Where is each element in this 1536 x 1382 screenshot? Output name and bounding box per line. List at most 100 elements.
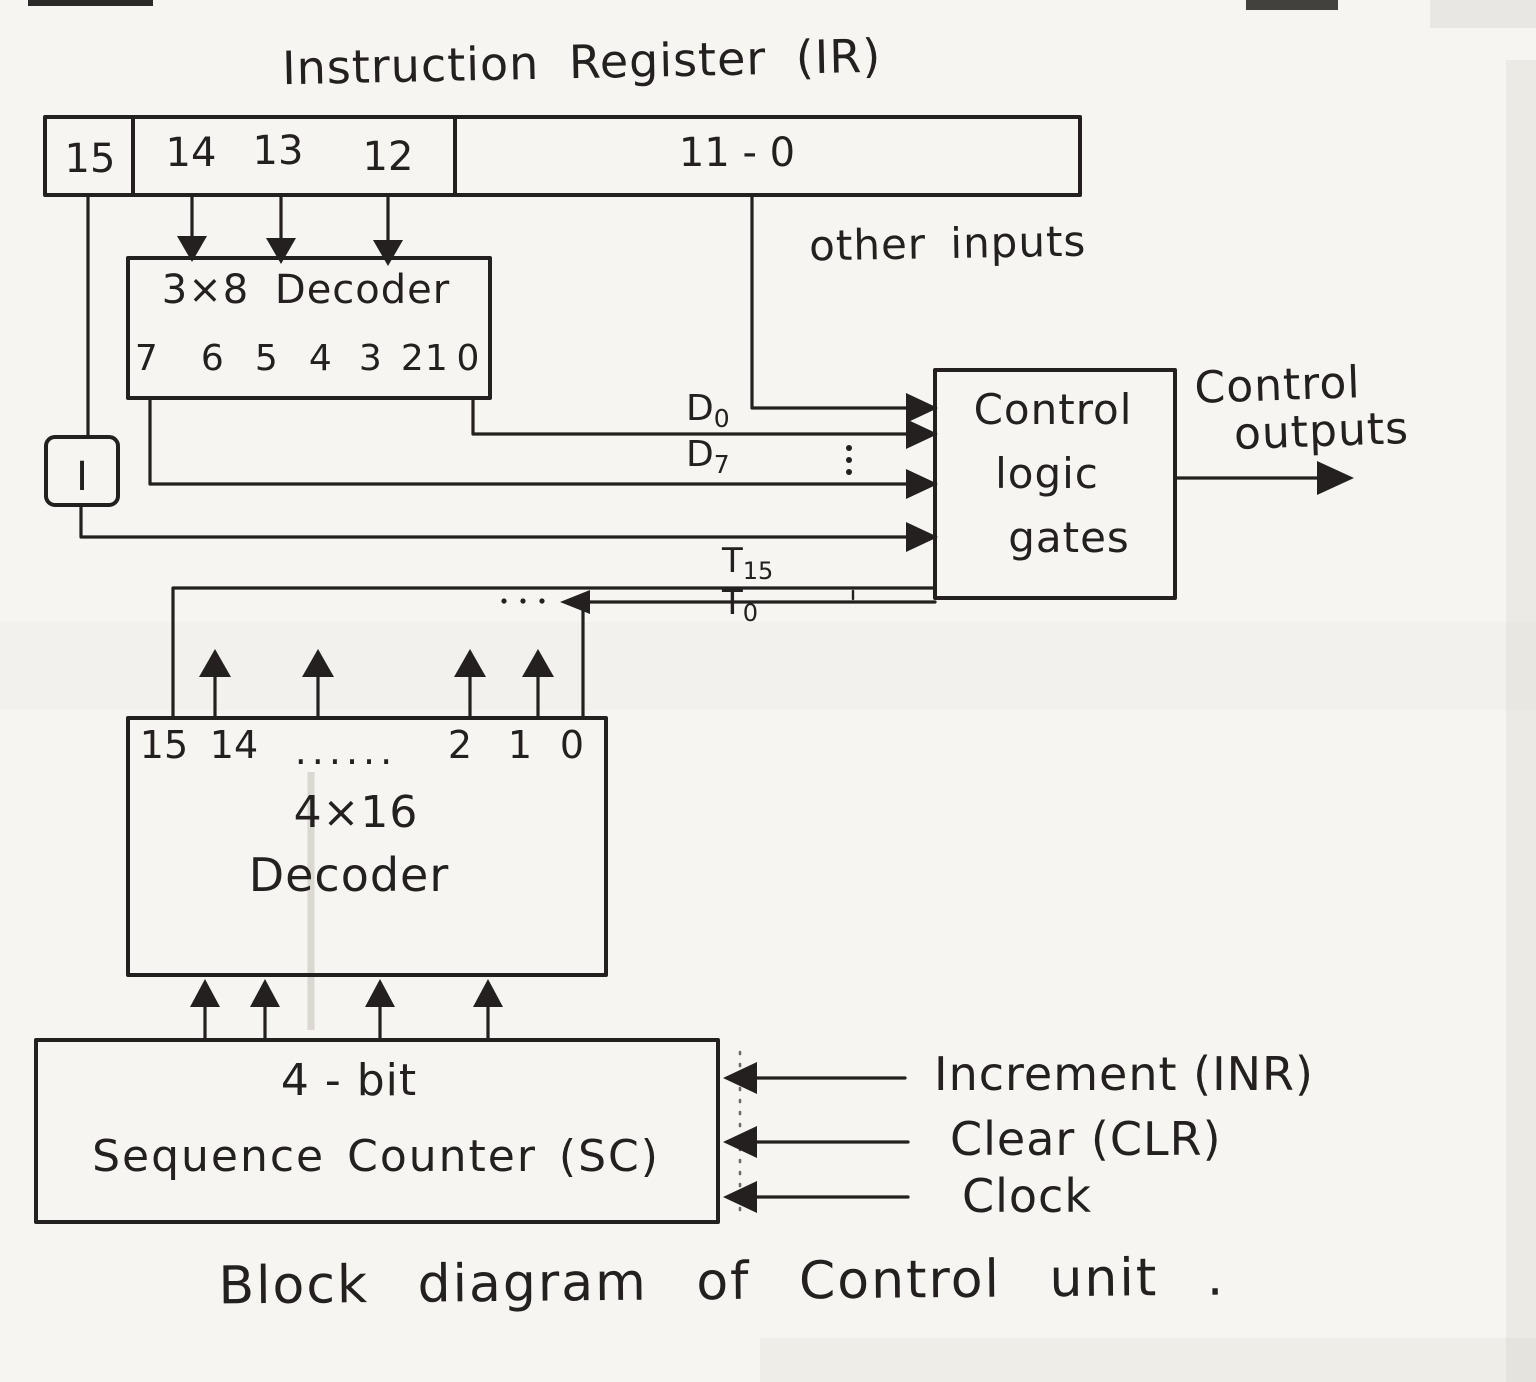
ellipsis-dot: [846, 457, 852, 463]
control-logic-label-3: gates: [1008, 513, 1130, 562]
t15-sub: 15: [743, 557, 774, 585]
ir-bit13-label: 13: [253, 128, 304, 174]
t0-base: T: [721, 583, 743, 623]
control-outputs-label-1: Control: [1194, 357, 1362, 414]
left-arrowhead: [560, 590, 590, 614]
clear-label: Clear (CLR): [950, 1112, 1222, 1166]
decoder-3x8-output-label: 4: [309, 338, 332, 379]
decoder-3x8-output-label: 7: [135, 338, 158, 379]
decoder-3x8: 3×8 Decoder 7 6 5 4 3 2 1 0: [126, 256, 492, 400]
wire-t15: [171, 586, 937, 719]
decoder-4x16-output-label: 14: [210, 723, 258, 767]
scan-smudge: [1246, 0, 1338, 10]
d7-label: D7: [686, 434, 730, 479]
right-arrowhead: [1317, 461, 1354, 495]
sequence-counter-label-2: Sequence Counter (SC): [92, 1131, 660, 1182]
d0-base: D: [686, 388, 714, 429]
decoder-4x16-size-label: 4×16: [294, 787, 419, 838]
control-logic-label-1: Control: [974, 385, 1133, 434]
up-arrowhead: [365, 979, 395, 1007]
control-logic-label-2: logic: [995, 449, 1099, 498]
up-arrowhead: [473, 979, 503, 1007]
ir-to-decoder-arrows: [177, 194, 403, 266]
clock-label: Clock: [962, 1169, 1092, 1223]
decoder-3x8-output-label: 0: [457, 338, 480, 379]
scan-haze: [1430, 0, 1536, 28]
sc-to-decoder-arrows: [190, 979, 503, 1040]
diagram-caption: Block diagram of Control unit .: [218, 1248, 1225, 1317]
increment-label: Increment (INR): [934, 1047, 1314, 1101]
up-arrowhead: [522, 649, 554, 677]
ir-bit14-label: 14: [166, 130, 217, 176]
left-arrowhead: [723, 1126, 757, 1158]
d7-base: D: [686, 434, 714, 475]
right-arrowhead: [906, 419, 938, 449]
decoder-3x8-output-label: 5: [255, 338, 278, 379]
control-outputs: Control outputs: [1174, 357, 1410, 495]
up-arrowhead: [454, 649, 486, 677]
t15-base: T: [721, 541, 743, 581]
decoder-3x8-outputs: 7 6 5 4 3 2 1 0: [135, 338, 480, 379]
decoder-3x8-output-label: 1: [425, 338, 448, 379]
down-arrowhead: [266, 238, 296, 264]
decoder-3x8-output-label: 3: [359, 338, 382, 379]
decoder-3x8-output-label: 6: [201, 338, 224, 379]
up-arrowhead: [190, 979, 220, 1007]
decoder-4x16-output-label: 2: [448, 723, 472, 767]
scan-haze: [760, 1338, 1536, 1382]
sequence-counter-inputs: Increment (INR) Clear (CLR) Clock: [723, 1047, 1314, 1223]
wire-i-flag: [79, 504, 910, 539]
ir-field-11-0-label: 11 - 0: [679, 130, 795, 176]
wire-d7: [148, 397, 910, 486]
ir-bit12-label: 12: [363, 134, 414, 180]
d0-label: D0: [686, 388, 730, 433]
t0-label: T0: [721, 583, 758, 627]
d-lines-ellipsis: [846, 445, 852, 475]
decoder-3x8-output-label: 2: [401, 338, 424, 379]
sequence-counter: 4 - bit Sequence Counter (SC): [34, 1038, 742, 1224]
sequence-counter-label-1: 4 - bit: [281, 1055, 417, 1106]
other-inputs-label: other inputs: [809, 217, 1087, 271]
down-arrowhead: [177, 236, 207, 262]
wire-other-inputs: [750, 194, 910, 410]
ellipsis-dot: [501, 598, 507, 604]
decoder-4x16-name-label: Decoder: [249, 848, 450, 902]
flipflop-i: I: [44, 194, 120, 507]
ir-bit15-label: 15: [65, 136, 116, 182]
right-arrowhead: [906, 469, 938, 499]
decoder-4x16: 15 14 ...... 2 1 0 4×16 Decoder: [126, 649, 608, 977]
flipflop-i-label: I: [76, 454, 88, 500]
diagram-title: Instruction Register (IR): [282, 29, 882, 96]
decoder-4x16-output-label: 15: [140, 723, 188, 767]
decoder-3x8-box: [126, 256, 492, 400]
d7-sub: 7: [714, 450, 730, 479]
ellipsis-dot: [520, 598, 526, 604]
t0-ellipsis-dots: [501, 598, 545, 604]
right-arrowhead: [906, 522, 938, 552]
decoder-4x16-outputs: 15 14 ...... 2 1 0: [140, 723, 584, 773]
decoder-4x16-box: [126, 716, 608, 977]
t0-sub: 0: [743, 599, 758, 627]
decoder-4x16-ellipsis: ......: [295, 729, 397, 773]
control-logic-box: [933, 368, 1177, 600]
control-outputs-label-2: outputs: [1233, 403, 1410, 460]
sequence-counter-box: [34, 1038, 720, 1224]
up-arrowhead: [302, 649, 334, 677]
instruction-register-box: [43, 115, 1082, 197]
instruction-register: 15 14 13 12 11 - 0: [43, 115, 1082, 197]
ellipsis-dot: [539, 598, 545, 604]
scan-haze: [1506, 60, 1536, 1382]
scan-smudge: [28, 0, 153, 6]
right-arrowhead: [906, 393, 938, 423]
left-arrowhead: [723, 1062, 757, 1094]
up-arrowhead: [199, 649, 231, 677]
t15-label: T15: [721, 541, 773, 585]
left-arrowhead: [723, 1181, 757, 1213]
down-arrowhead: [373, 240, 403, 266]
scan-haze: [0, 622, 1536, 710]
ellipsis-dot: [846, 445, 852, 451]
decoder-4x16-output-label: 0: [560, 723, 584, 767]
